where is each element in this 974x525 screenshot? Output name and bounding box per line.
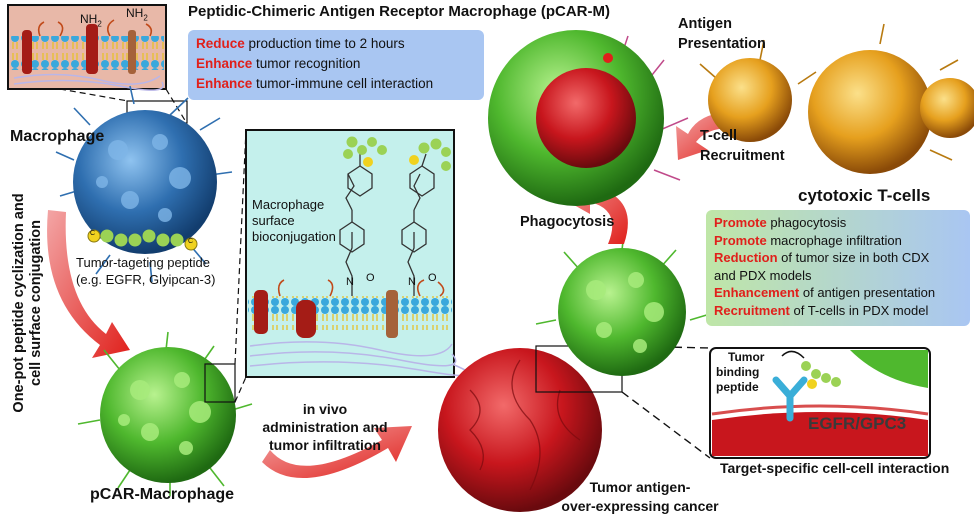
tumor-label: Tumor antigen- over-expressing cancer: [561, 479, 719, 514]
benefit-line: Reduce production time to 2 hours: [196, 36, 405, 51]
tcell-recruitment-label: T-cell Recruitment: [700, 128, 785, 164]
pcar-macrophage-cell-right: [535, 231, 711, 376]
nh2-label-right: NH2: [126, 6, 148, 23]
phagocytosis-label: Phagocytosis: [520, 214, 615, 230]
invivo-label: in vivo administration and tumor infiltr…: [262, 401, 388, 453]
outcome-line: Promote phagocytosis: [714, 215, 847, 230]
peptide-c-label-right: C: [188, 238, 194, 245]
benefit-line: Enhance tumor recognition: [196, 56, 361, 71]
benefits-box-right: Promote phagocytosis Promote macrophage …: [706, 210, 970, 326]
peptide-chain-icon: [87, 229, 198, 251]
arrow-invivo: [262, 426, 412, 479]
bioconjugation-label: Macrophage surface bioconjugation: [252, 197, 336, 244]
atom-n-label-2: N: [408, 276, 416, 288]
outcome-line: Promote macrophage infiltration: [714, 232, 902, 248]
benefits-box-top: Reduce production time to 2 hours Enhanc…: [188, 30, 484, 100]
macrophage-label: Macrophage: [10, 128, 105, 145]
target-specific-label: Target-specific cell-cell interaction: [720, 460, 950, 476]
macrophage-blue-cell: [55, 85, 233, 283]
egfr-gpc3-label: EGFR/GPC3: [808, 414, 907, 433]
outcome-line: and PDX models: [714, 267, 812, 283]
conjugation-process-label: One-pot peptide cyclization and cell sur…: [11, 193, 44, 413]
antigen-presentation-label: Antigen Presentation: [678, 16, 766, 52]
membrane-inset-top: [7, 4, 167, 91]
outcome-line: Enhancement of antigen presentation: [714, 285, 936, 300]
pcar-macrophage-cell: [77, 331, 253, 496]
cytotoxic-tcells: [699, 23, 974, 174]
arrow-conjugation: [47, 210, 130, 358]
outcome-line: Reduction of tumor size in both CDX: [714, 250, 930, 265]
peptide-label: Tumor-tageting peptide (e.g. EGFR, Glyip…: [76, 255, 216, 287]
nh2-label-left: NH2: [80, 12, 102, 29]
tumor-binding-peptide-label: Tumor binding peptide: [716, 350, 765, 394]
atom-o-label-1: O: [366, 272, 375, 284]
bioconjugation-panel: [245, 129, 471, 378]
cytotoxic-tcells-label: cytotoxic T-cells: [798, 186, 931, 205]
page-title: Peptidic-Chimeric Antigen Receptor Macro…: [188, 3, 610, 20]
benefit-line: Enhance tumor-immune cell interaction: [196, 76, 434, 91]
atom-n-label-1: N: [346, 276, 354, 288]
phagocytosis-cell: [488, 30, 689, 206]
atom-o-label-2: O: [428, 272, 437, 284]
peptide-c-label-left: C: [90, 230, 96, 237]
interaction-inset: [709, 347, 931, 459]
tumor-cell: [438, 348, 602, 512]
outcome-line: Recruitment of T-cells in PDX model: [714, 302, 929, 318]
pcar-macrophage-label: pCAR-Macrophage: [90, 486, 235, 503]
